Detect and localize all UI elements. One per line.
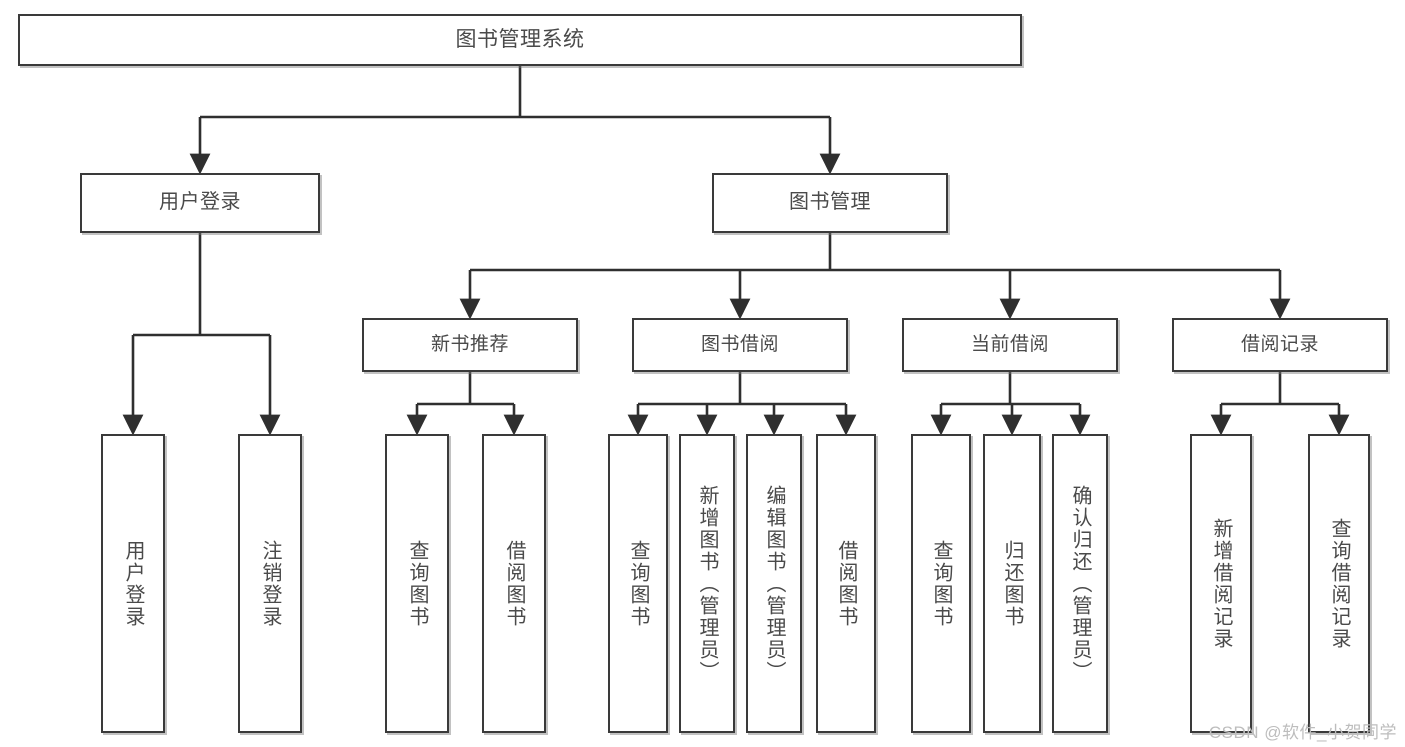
node-label: 归还图书 — [1001, 539, 1023, 628]
node-label: 查询图书 — [930, 539, 952, 628]
node-user-login[interactable]: 用户登录 — [80, 173, 320, 233]
node-leaf-user-login[interactable]: 用户登录 — [101, 434, 165, 733]
node-new-book-rec[interactable]: 新书推荐 — [362, 318, 578, 372]
node-leaf-borrow-book-rec[interactable]: 借阅图书 — [482, 434, 546, 733]
node-borrow-record[interactable]: 借阅记录 — [1172, 318, 1388, 372]
node-label: 当前借阅 — [970, 333, 1049, 355]
node-label: 借阅记录 — [1240, 333, 1319, 355]
node-current-borrow[interactable]: 当前借阅 — [902, 318, 1118, 372]
node-leaf-query-book-b[interactable]: 查询图书 — [608, 434, 668, 733]
node-leaf-add-book[interactable]: 新增图书（管理员） — [679, 434, 735, 733]
node-leaf-query-book-rec[interactable]: 查询图书 — [385, 434, 449, 733]
node-leaf-query-book-c[interactable]: 查询图书 — [911, 434, 971, 733]
node-label: 编辑图书（管理员） — [763, 484, 785, 683]
node-leaf-add-record[interactable]: 新增借阅记录 — [1190, 434, 1252, 733]
node-label: 用户登录 — [159, 191, 241, 214]
node-label: 新书推荐 — [430, 333, 509, 355]
node-leaf-edit-book[interactable]: 编辑图书（管理员） — [746, 434, 802, 733]
csdn-watermark: CSDN @软件_小贺同学 — [1208, 723, 1397, 742]
node-leaf-return-book[interactable]: 归还图书 — [983, 434, 1041, 733]
node-book-borrow[interactable]: 图书借阅 — [632, 318, 848, 372]
node-label: 查询图书 — [406, 539, 428, 628]
node-label: 查询图书 — [627, 539, 649, 628]
node-label: 借阅图书 — [835, 539, 857, 628]
node-leaf-user-logout[interactable]: 注销登录 — [238, 434, 302, 733]
node-label: 借阅图书 — [503, 539, 525, 628]
node-leaf-query-record[interactable]: 查询借阅记录 — [1308, 434, 1370, 733]
node-label: 图书借阅 — [700, 333, 779, 355]
node-label: 新增图书（管理员） — [696, 484, 718, 683]
node-label: 图书管理系统 — [455, 27, 585, 51]
node-label: 注销登录 — [259, 539, 281, 628]
node-label: 图书管理 — [789, 191, 871, 214]
node-book-manage[interactable]: 图书管理 — [712, 173, 948, 233]
node-leaf-confirm-return[interactable]: 确认归还（管理员） — [1052, 434, 1108, 733]
node-label: 新增借阅记录 — [1210, 517, 1232, 650]
node-label: 确认归还（管理员） — [1069, 484, 1091, 683]
node-root[interactable]: 图书管理系统 — [18, 14, 1022, 66]
node-label: 用户登录 — [122, 539, 144, 628]
node-leaf-borrow-book-b[interactable]: 借阅图书 — [816, 434, 876, 733]
node-label: 查询借阅记录 — [1328, 517, 1350, 650]
